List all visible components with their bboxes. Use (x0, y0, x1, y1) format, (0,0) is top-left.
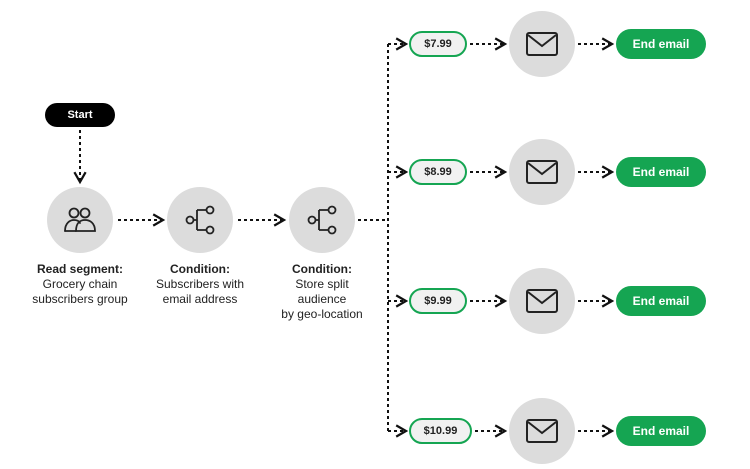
end-email-label: End email (632, 37, 690, 51)
condition-geo-title: Condition: (292, 262, 352, 276)
price-pill: $9.99 (409, 288, 467, 314)
users-icon (64, 207, 96, 232)
read-segment-node (47, 187, 113, 253)
condition-email-title: Condition: (170, 262, 230, 276)
condition-email-line-1: Subscribers with (155, 277, 245, 291)
read-segment-label: Read segment: Grocery chain subscribers … (10, 262, 150, 307)
read-segment-line-2: subscribers group (32, 292, 128, 306)
split-icon (307, 205, 337, 235)
email-node (509, 139, 575, 205)
mail-icon (526, 160, 558, 184)
read-segment-line-1: Grocery chain (42, 277, 118, 291)
end-email-node: End email (616, 157, 706, 187)
mail-icon (526, 419, 558, 443)
email-node (509, 11, 575, 77)
end-email-label: End email (632, 165, 690, 179)
condition-email-line-2: email address (162, 292, 238, 306)
condition-geo-label: Condition: Store split audience by geo-l… (252, 262, 392, 322)
email-node (509, 268, 575, 334)
read-segment-title: Read segment: (36, 262, 124, 276)
condition-email-node (167, 187, 233, 253)
condition-geo-line-3: by geo-location (281, 307, 363, 321)
end-email-label: End email (632, 294, 690, 308)
email-node (509, 398, 575, 464)
split-icon (185, 205, 215, 235)
price-label: $8.99 (424, 166, 452, 178)
price-pill: $7.99 (409, 31, 467, 57)
end-email-label: End email (632, 424, 690, 438)
end-email-node: End email (616, 29, 706, 59)
price-label: $9.99 (424, 295, 452, 307)
price-label: $7.99 (424, 38, 452, 50)
price-label: $10.99 (423, 425, 458, 437)
mail-icon (526, 289, 558, 313)
start-node: Start (45, 103, 115, 127)
mail-icon (526, 32, 558, 56)
price-pill: $10.99 (409, 418, 472, 444)
condition-email-label: Condition: Subscribers with email addres… (130, 262, 270, 307)
condition-geo-line-1: Store split (295, 277, 349, 291)
condition-geo-node (289, 187, 355, 253)
end-email-node: End email (616, 416, 706, 446)
start-label: Start (67, 109, 93, 121)
end-email-node: End email (616, 286, 706, 316)
condition-geo-line-2: audience (297, 292, 347, 306)
price-pill: $8.99 (409, 159, 467, 185)
